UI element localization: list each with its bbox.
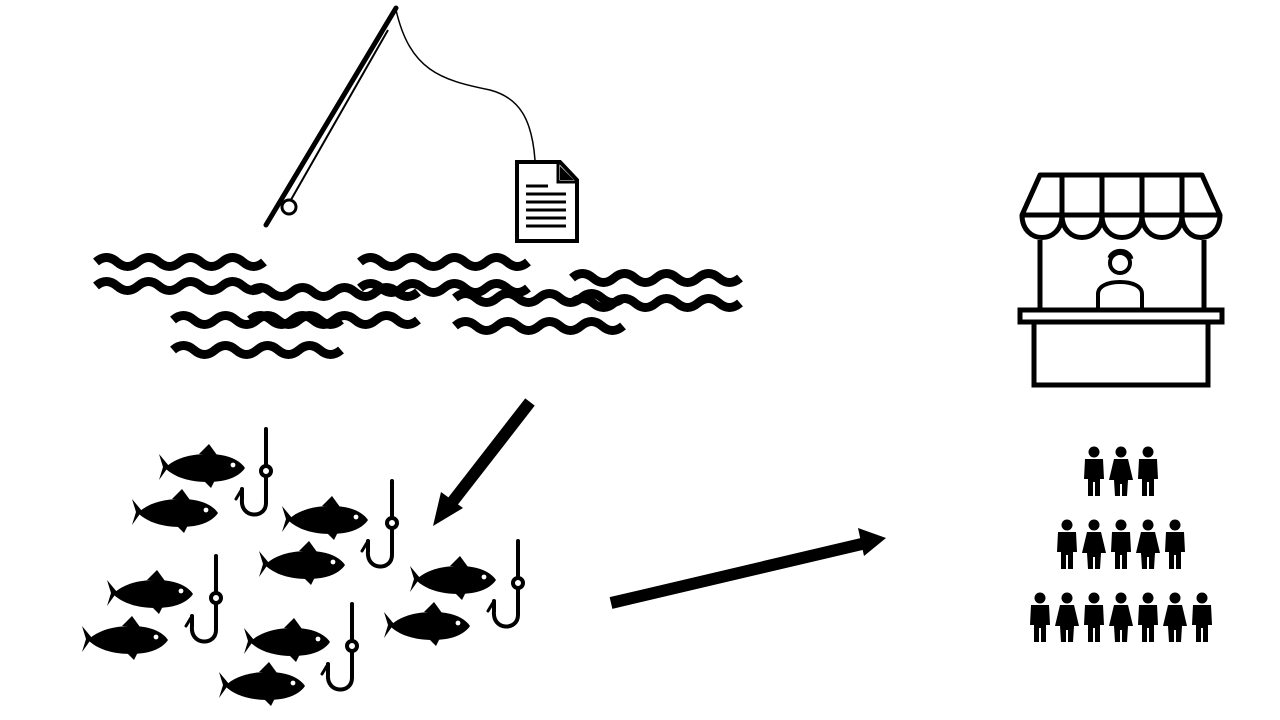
fishing-line [395,9,536,161]
fish-icon [132,489,218,533]
person-icon [1055,592,1079,642]
fish-hook-icon [320,602,359,692]
fish-icon [219,662,305,706]
person-icon [1136,519,1160,569]
fishing-rod-icon [263,5,536,228]
person-icon [1082,519,1106,569]
person-icon [1192,592,1212,642]
fish-hook-icon [360,479,399,569]
fish-hook-icon [486,539,525,629]
person-icon [1138,446,1158,496]
fish-icon [159,444,245,488]
fish-school [82,444,496,706]
person-icon [1111,519,1131,569]
fish-icon [282,496,368,540]
arrow-icon-down [433,398,535,526]
person-icon [1109,592,1133,642]
person-icon [1138,592,1158,642]
document-icon [515,160,579,243]
water-waves-icon [96,258,740,355]
shopkeeper-icon [1096,248,1144,308]
fish-icon [82,616,168,660]
fish-icon [259,541,345,585]
person-icon [1165,519,1185,569]
fish-icon [384,602,470,646]
fish-icon [107,570,193,614]
fish-hook-icon [184,554,223,644]
person-icon [1084,592,1104,642]
person-icon [1030,592,1050,642]
people-pyramid-icon [1030,446,1212,642]
person-icon [1109,446,1133,496]
fish-icon [410,556,496,600]
market-stall-icon [1017,172,1225,388]
person-icon [1084,446,1104,496]
arrow-icon-right [609,528,886,609]
fish-icon [244,618,330,662]
person-icon [1163,592,1187,642]
person-icon [1057,519,1077,569]
